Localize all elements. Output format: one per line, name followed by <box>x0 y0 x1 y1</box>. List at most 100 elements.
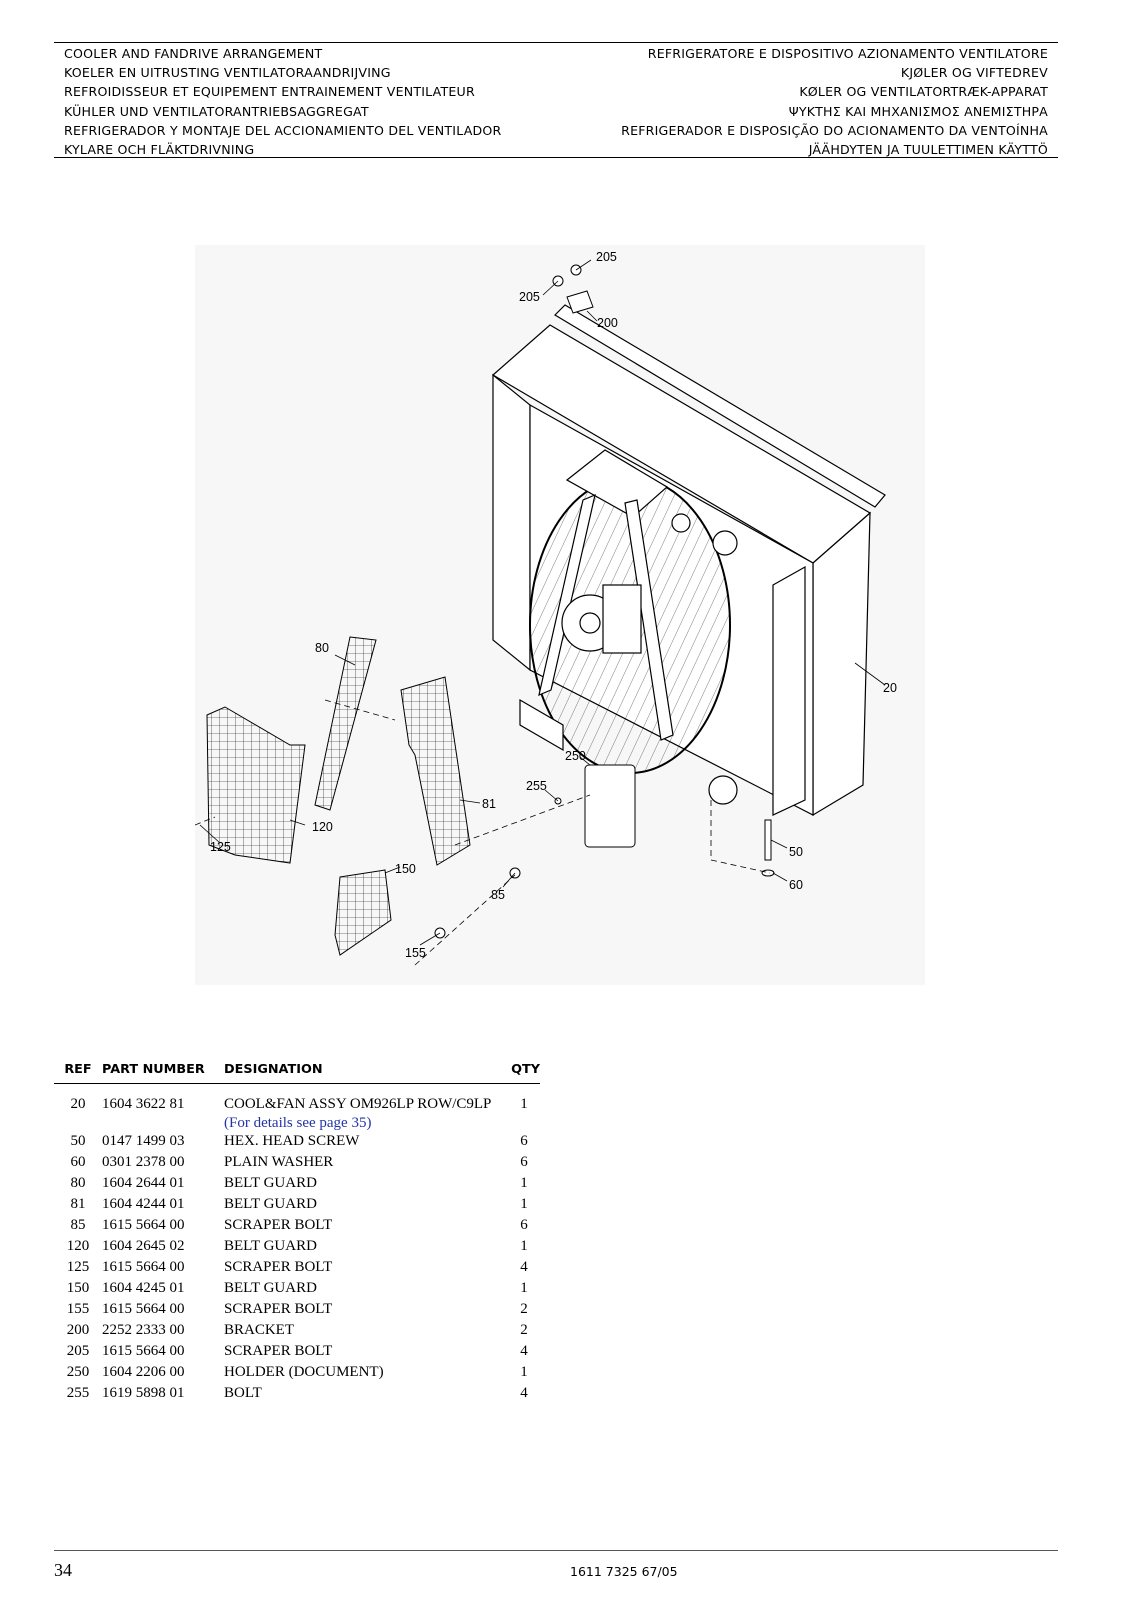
leader-205-upper <box>575 259 592 271</box>
row-qty: 1 <box>520 1364 528 1380</box>
leader-200 <box>586 310 598 322</box>
belt-guards <box>206 636 471 956</box>
callout-155: 155 <box>405 946 426 960</box>
table-row: 50 0147 1499 03 HEX. HEAD SCREW 6 <box>54 1131 540 1152</box>
row-ref: 50 <box>70 1133 86 1149</box>
row-ref: 255 <box>66 1385 90 1401</box>
row-qty: 6 <box>520 1154 528 1170</box>
row-ref: 120 <box>66 1238 90 1254</box>
row-note-link[interactable]: (For details see page 35) <box>224 1115 372 1131</box>
callout-50: 50 <box>789 845 803 859</box>
row-ref: 250 <box>66 1364 90 1380</box>
row-part-number: 2252 2333 00 <box>102 1322 185 1338</box>
title-portuguese: REFRIGERADOR E DISPOSIÇÃO DO ACIONAMENTO… <box>621 122 1048 138</box>
table-row: 125 1615 5664 00 SCRAPER BOLT 4 <box>54 1257 540 1278</box>
page-number: 34 <box>54 1560 72 1580</box>
leader-81 <box>459 799 481 804</box>
header-bottom-rule <box>54 157 1058 158</box>
row-qty: 1 <box>520 1096 528 1112</box>
row-designation: BELT GUARD <box>224 1196 317 1212</box>
fan-frame-left-leg <box>538 493 596 697</box>
belt-guard-150 <box>334 869 392 956</box>
plain-washer-60 <box>761 869 775 877</box>
row-part-number: 0301 2378 00 <box>102 1154 185 1170</box>
callout-205-lower: 205 <box>519 290 540 304</box>
row-qty: 2 <box>520 1301 528 1317</box>
callout-81: 81 <box>482 797 496 811</box>
table-row: 60 0301 2378 00 PLAIN WASHER 6 <box>54 1152 540 1173</box>
callout-150: 150 <box>395 862 416 876</box>
row-qty: 1 <box>520 1280 528 1296</box>
fan-frame-right-leg <box>624 499 674 741</box>
row-designation: BOLT <box>224 1385 262 1401</box>
top-mounting-rail <box>554 304 886 508</box>
parts-table: REF PART NUMBER DESIGNATION QTY 20 1604 … <box>54 1062 540 1404</box>
belt-guard-81 <box>400 676 471 866</box>
leader-155 <box>419 932 441 946</box>
row-part-number: 1615 5664 00 <box>102 1259 185 1275</box>
table-row-note: (For details see page 35) <box>54 1115 540 1131</box>
callout-255: 255 <box>526 779 547 793</box>
row-designation: BELT GUARD <box>224 1175 317 1191</box>
page-header: COOLER AND FANDRIVE ARRANGEMENT KOELER E… <box>54 44 1058 157</box>
callout-80: 80 <box>315 641 329 655</box>
row-designation: BELT GUARD <box>224 1238 317 1254</box>
title-norwegian: KJØLER OG VIFTEDREV <box>900 65 1048 81</box>
row-part-number: 0147 1499 03 <box>102 1133 185 1149</box>
hose-connection-lower <box>708 775 738 805</box>
fan-hub <box>579 612 601 634</box>
callout-85: 85 <box>491 888 505 902</box>
row-designation: HEX. HEAD SCREW <box>224 1133 360 1149</box>
leader-250 <box>579 756 591 766</box>
title-german: KÜHLER UND VENTILATORANTRIEBSAGGREGAT <box>64 103 369 119</box>
leader-60 <box>772 872 788 882</box>
bracket-200-shape <box>566 290 594 314</box>
title-italian: REFRIGERATORE E DISPOSITIVO AZIONAMENTO … <box>647 46 1048 61</box>
cooler-right-side <box>812 511 871 817</box>
title-greek: ΨΥΚΤΗΣ ΚΑΙ ΜΗΧΑΝΙΣΜΟΣ ΑΝΕΜΙΣΤΗΡΑ <box>788 103 1048 119</box>
document-holder-250 <box>584 764 636 848</box>
row-designation: COOL&FAN ASSY OM926LP ROW/C9LP <box>224 1096 492 1112</box>
row-part-number: 1604 4245 01 <box>102 1280 185 1296</box>
leader-50 <box>770 839 788 849</box>
fan-drive-housing <box>602 584 642 654</box>
row-qty: 4 <box>520 1259 528 1275</box>
callout-205-upper: 205 <box>596 250 617 264</box>
row-part-number: 1615 5664 00 <box>102 1217 185 1233</box>
row-ref: 81 <box>70 1196 86 1212</box>
assembly-dashed-lines <box>324 699 591 966</box>
table-row: 255 1619 5898 01 BOLT 4 <box>54 1383 540 1404</box>
row-ref: 155 <box>66 1301 90 1317</box>
row-ref: 20 <box>70 1096 86 1112</box>
callout-60: 60 <box>789 878 803 892</box>
row-ref: 85 <box>70 1217 86 1233</box>
cooler-fandrive-drawing: 205 205 200 20 80 81 120 125 150 155 85 … <box>195 245 925 985</box>
title-spanish: REFRIGERADOR Y MONTAJE DEL ACCIONAMIENTO… <box>64 122 502 138</box>
belt-guard-120 <box>206 706 306 864</box>
row-ref: 80 <box>70 1175 86 1191</box>
row-qty: 1 <box>520 1196 528 1212</box>
leader-255 <box>544 789 559 802</box>
row-designation: SCRAPER BOLT <box>224 1217 333 1233</box>
title-danish: KØLER OG VENTILATORTRÆK-APPARAT <box>799 84 1048 100</box>
row-qty: 4 <box>520 1385 528 1401</box>
table-row: 81 1604 4244 01 BELT GUARD 1 <box>54 1194 540 1215</box>
row-ref: 60 <box>70 1154 86 1170</box>
parts-table-header: REF PART NUMBER DESIGNATION QTY <box>54 1062 540 1084</box>
table-row: 20 1604 3622 81 COOL&FAN ASSY OM926LP RO… <box>54 1084 540 1116</box>
fan-assembly <box>519 449 738 805</box>
table-row: 80 1604 2644 01 BELT GUARD 1 <box>54 1173 540 1194</box>
leader-150 <box>384 866 401 874</box>
leader-120 <box>289 819 306 826</box>
callout-120: 120 <box>312 820 333 834</box>
row-part-number: 1615 5664 00 <box>102 1343 185 1359</box>
mounting-bracket-parts <box>552 264 594 314</box>
row-part-number: 1604 2206 00 <box>102 1364 185 1380</box>
title-dutch: KOELER EN UITRUSTING VENTILATORAANDRIJVI… <box>64 65 391 81</box>
hex-head-screw-50 <box>764 819 772 861</box>
row-part-number: 1615 5664 00 <box>102 1301 185 1317</box>
callout-125: 125 <box>210 840 231 854</box>
row-ref: 150 <box>66 1280 90 1296</box>
header-top-rule <box>54 42 1058 43</box>
row-designation: PLAIN WASHER <box>224 1154 334 1170</box>
